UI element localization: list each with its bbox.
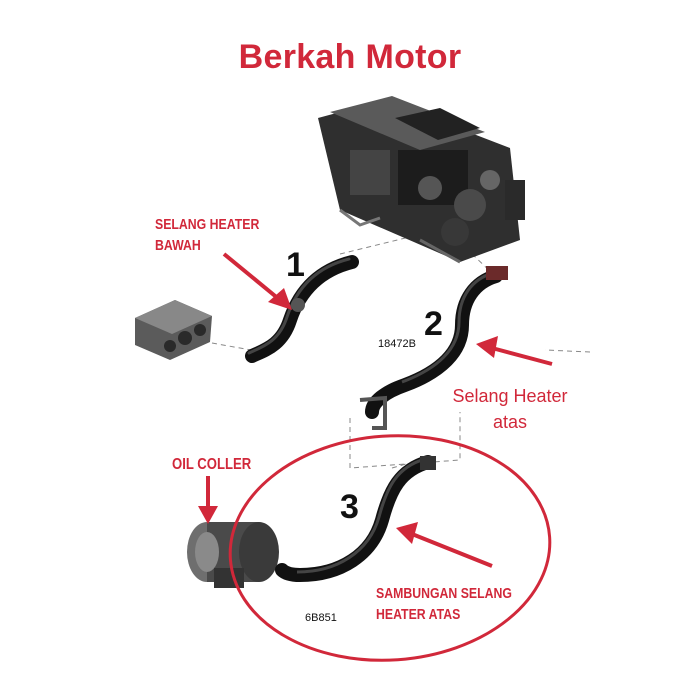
connector-label-line1: SAMBUNGAN SELANG — [376, 585, 512, 602]
bracket-image — [135, 300, 212, 360]
lower-hose-label-line1: SELANG HEATER — [155, 216, 260, 233]
part-code-upper: 18472B — [378, 338, 416, 350]
oil-cooler-label: OIL COLLER — [172, 456, 252, 473]
arrow-upper-hose — [476, 336, 553, 366]
lower-heater-hose — [245, 255, 359, 363]
highlight-ellipse — [228, 434, 552, 662]
upper-hose-label: Selang Heater atas — [440, 383, 580, 435]
upper-hose-label-line2: atas — [492, 412, 528, 432]
connector-label-line2: HEATER ATAS — [376, 606, 461, 623]
page-title: Berkah Motor — [238, 38, 462, 76]
connector-hose — [275, 455, 436, 583]
engine-image — [318, 96, 525, 264]
annotation-arrows — [198, 252, 553, 568]
arrow-lower-hose — [222, 252, 292, 310]
connector-label: SAMBUNGAN SELANG HEATER ATAS — [376, 583, 512, 625]
arrow-oil-cooler — [198, 476, 218, 524]
lower-hose-label: SELANG HEATER BAWAH — [155, 214, 259, 256]
part-number-2: 2 — [424, 305, 443, 343]
arrow-connector — [396, 522, 493, 568]
upper-heater-hose — [359, 266, 508, 430]
part-number-1: 1 — [286, 246, 305, 284]
upper-hose-label-line1: Selang Heater — [452, 386, 568, 406]
part-number-3: 3 — [340, 488, 359, 526]
part-code-connector: 6B851 — [305, 612, 337, 624]
lower-hose-label-line2: BAWAH — [155, 237, 201, 254]
